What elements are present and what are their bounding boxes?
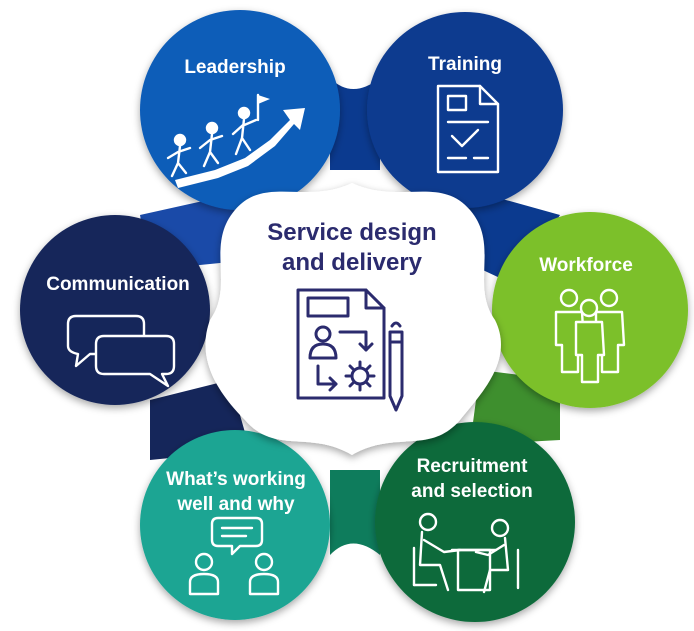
label-leadership: Leadership [184, 57, 285, 78]
center-panel [205, 183, 501, 455]
interview-table-icon [412, 512, 520, 594]
center-title-line2: and delivery [282, 249, 423, 276]
label-communication: Communication [46, 274, 190, 295]
climbing-people-arrow-icon [166, 93, 305, 188]
circle-whats-working [140, 430, 330, 620]
circle-workforce [492, 212, 688, 408]
label-whats-working-line2: well and why [176, 494, 295, 515]
segment-circles [20, 10, 688, 622]
speech-bubbles-icon [66, 314, 176, 388]
band-recruitment-whats [330, 470, 380, 555]
circle-communication [20, 215, 210, 405]
two-people-chat-icon [188, 516, 280, 596]
checklist-document-icon [436, 84, 500, 174]
label-workforce: Workforce [539, 255, 633, 276]
group-of-people-icon [554, 288, 626, 384]
label-recruitment-line1: Recruitment [417, 456, 529, 477]
label-recruitment-line2: and selection [411, 481, 532, 502]
circle-recruitment [375, 422, 575, 622]
center-title-line1: Service design [267, 219, 436, 246]
label-training: Training [428, 54, 502, 75]
label-whats-working-line1: What’s working [166, 469, 306, 490]
document-process-icon [296, 288, 404, 412]
